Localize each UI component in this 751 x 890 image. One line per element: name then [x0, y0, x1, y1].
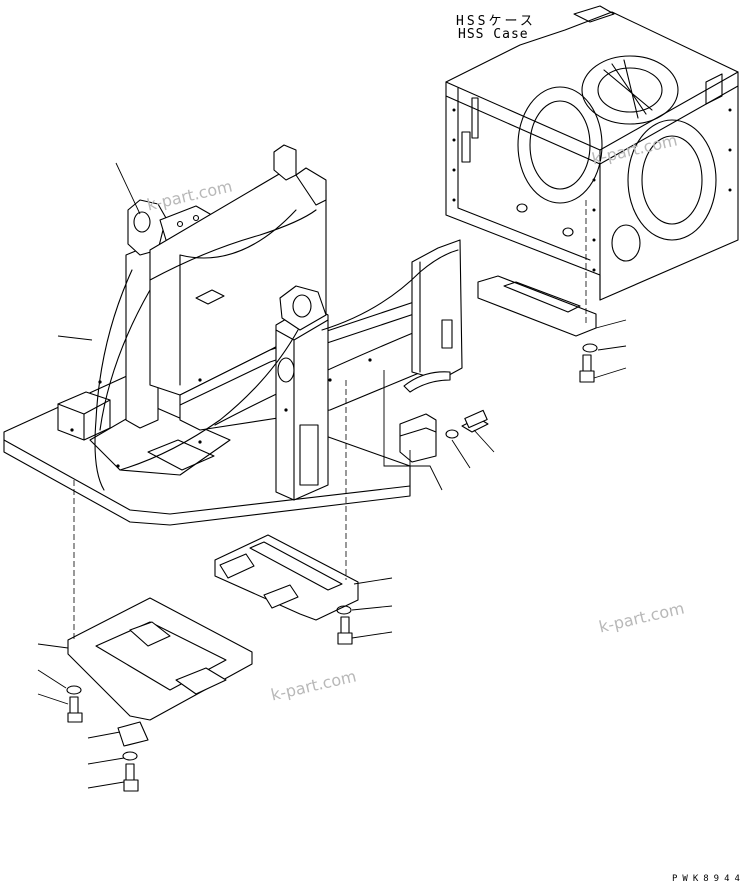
hss-case-label-jp: HSSケース [456, 14, 536, 29]
hss-case-label-en: HSS Case [458, 27, 529, 42]
left-cover-plate-drawing [66, 597, 253, 792]
center-lines [73, 200, 587, 640]
hss-case-drawing [445, 5, 739, 301]
drawing-code: PWK8944 [672, 874, 745, 884]
center-cover-plate-drawing [214, 534, 359, 645]
main-frame-drawing [3, 144, 463, 526]
side-cover-drawing [399, 409, 489, 463]
leader-lines [37, 162, 627, 789]
hss-undercover-drawing [477, 275, 598, 383]
